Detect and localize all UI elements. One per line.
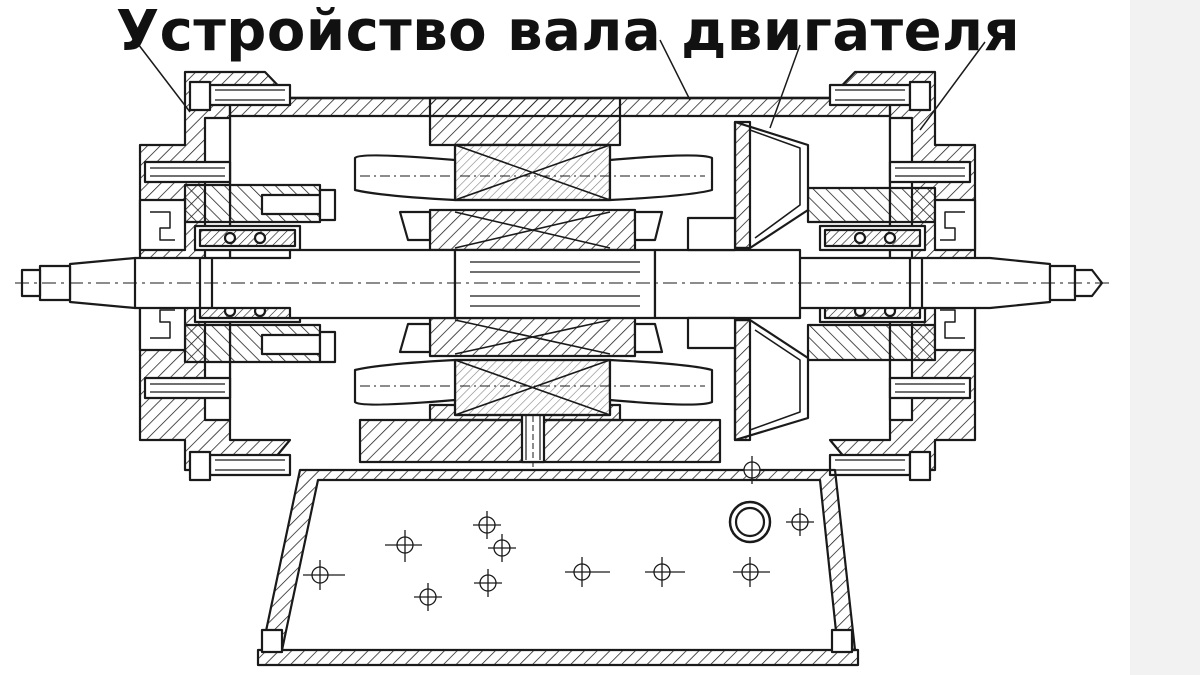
left-bearing [138, 183, 337, 364]
right-bearing [806, 186, 977, 362]
rotor-core [398, 208, 664, 358]
mounting-base [256, 456, 860, 667]
cooling-fan [686, 120, 810, 442]
stator-core [353, 143, 714, 417]
shaft [15, 248, 1110, 320]
page-title: Устройство вала двигателя [115, 0, 1021, 64]
side-strip [1130, 0, 1200, 675]
motor-housing [228, 96, 892, 468]
